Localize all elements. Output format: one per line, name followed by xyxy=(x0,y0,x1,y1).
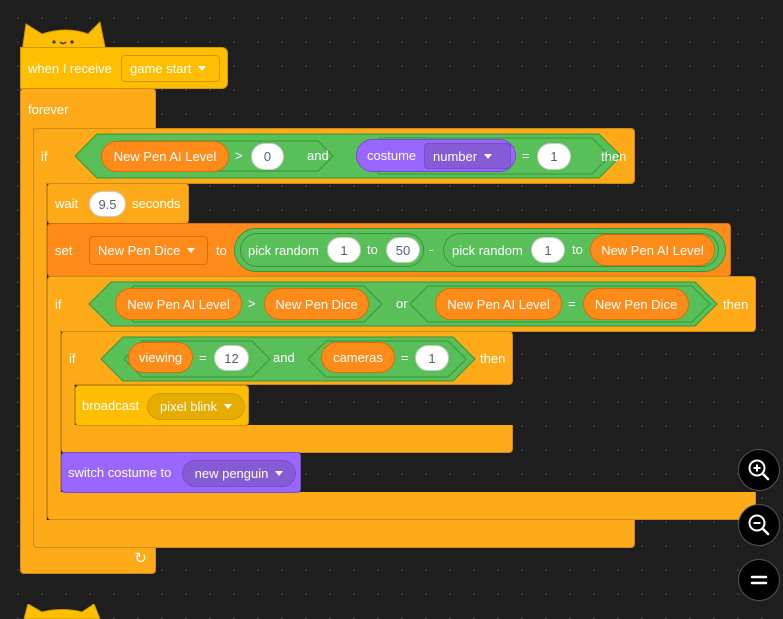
new-pen-ai-level-reporter[interactable]: New Pen AI Level xyxy=(115,288,242,320)
wait-label: wait xyxy=(55,196,79,211)
broadcast-label: broadcast xyxy=(82,398,140,413)
cat-hat-ears-icon xyxy=(20,20,110,53)
greater-than-operator: > xyxy=(235,148,243,163)
zoom-in-icon xyxy=(748,459,770,481)
set-label: set xyxy=(55,243,73,258)
then-label: then xyxy=(723,297,749,312)
new-pen-ai-level-reporter[interactable]: New Pen AI Level xyxy=(590,234,715,266)
chevron-down-icon xyxy=(224,404,233,409)
chevron-down-icon xyxy=(484,153,493,159)
new-pen-ai-level-reporter[interactable]: New Pen AI Level xyxy=(101,141,229,172)
then-label: then xyxy=(601,149,627,164)
viewing-value-input[interactable]: 12 xyxy=(214,345,249,371)
broadcast-message-dropdown[interactable]: pixel blink xyxy=(147,393,245,420)
cat-hat-ears-icon xyxy=(22,604,102,619)
new-pen-dice-reporter[interactable]: New Pen Dice xyxy=(583,288,689,320)
forever-block-bottom[interactable]: ↻ xyxy=(20,546,156,574)
cameras-reporter[interactable]: cameras xyxy=(321,342,395,373)
or-label: or xyxy=(396,296,408,311)
if-label: if xyxy=(69,351,76,366)
forever-arm xyxy=(20,128,34,548)
viewing-reporter[interactable]: viewing xyxy=(128,342,193,373)
pick2-from-input[interactable]: 1 xyxy=(531,237,565,263)
broadcast-message-dropdown[interactable]: game start xyxy=(121,55,220,82)
cameras-value-input[interactable]: 1 xyxy=(415,345,449,371)
loop-arrow-icon: ↻ xyxy=(134,550,147,567)
zoom-out-icon xyxy=(748,514,770,536)
gt-value-input[interactable]: 0 xyxy=(251,143,284,170)
minus-operator: - xyxy=(429,242,434,257)
equals-operator: = xyxy=(522,148,530,163)
and-label: and xyxy=(307,148,329,163)
switch-costume-block[interactable]: switch costume to new penguin xyxy=(61,452,301,493)
zoom-in-button[interactable] xyxy=(738,449,780,491)
chevron-down-icon xyxy=(187,248,196,253)
forever-label: forever xyxy=(28,102,69,117)
switch-costume-label: switch costume to xyxy=(68,465,172,480)
eq-value-input[interactable]: 1 xyxy=(537,143,571,170)
costume-dropdown[interactable]: new penguin xyxy=(182,460,296,487)
zoom-reset-icon xyxy=(750,575,768,585)
then-label: then xyxy=(480,351,506,366)
to-label: to xyxy=(367,242,378,257)
if-block-1-arm xyxy=(33,182,47,522)
wait-block[interactable]: wait 9.5 seconds xyxy=(47,183,189,224)
variable-dropdown[interactable]: New Pen Dice xyxy=(89,236,208,265)
broadcast-block[interactable]: broadcast pixel blink xyxy=(75,385,249,426)
wait-seconds-input[interactable]: 9.5 xyxy=(89,191,126,217)
equals-operator: = xyxy=(401,350,409,365)
equals-operator: = xyxy=(568,296,576,311)
if-label: if xyxy=(41,149,48,164)
if-block-3-arm xyxy=(61,383,75,426)
chevron-down-icon xyxy=(198,66,207,71)
equals-operator: = xyxy=(199,350,207,365)
to-label: to xyxy=(572,242,583,257)
if-block-1-bottom xyxy=(33,520,635,548)
new-pen-dice-reporter[interactable]: New Pen Dice xyxy=(264,288,369,320)
zoom-out-button[interactable] xyxy=(738,504,780,546)
and-label: and xyxy=(273,350,295,365)
when-i-receive-label: when I receive xyxy=(28,61,112,76)
pick1-to-input[interactable]: 50 xyxy=(386,237,420,263)
when-i-receive-block[interactable]: when I receive game start xyxy=(20,47,228,89)
costume-option-dropdown[interactable]: number xyxy=(424,143,511,169)
if-block-2-bottom xyxy=(47,492,756,520)
seconds-label: seconds xyxy=(132,196,181,211)
pick-random-label: pick random xyxy=(452,242,523,258)
if-label: if xyxy=(55,297,62,312)
if-block-3-bottom xyxy=(61,425,513,453)
message-value: game start xyxy=(130,61,192,76)
if-block-2-arm xyxy=(47,330,61,494)
chevron-down-icon xyxy=(275,471,284,476)
new-pen-ai-level-reporter[interactable]: New Pen AI Level xyxy=(435,288,562,320)
pick1-from-input[interactable]: 1 xyxy=(327,237,361,263)
forever-block-top[interactable]: forever xyxy=(20,88,156,130)
greater-than-operator: > xyxy=(248,296,256,311)
pick-random-label: pick random xyxy=(248,242,319,258)
to-label: to xyxy=(216,243,227,258)
costume-label: costume xyxy=(367,148,417,163)
zoom-reset-button[interactable] xyxy=(738,559,780,601)
